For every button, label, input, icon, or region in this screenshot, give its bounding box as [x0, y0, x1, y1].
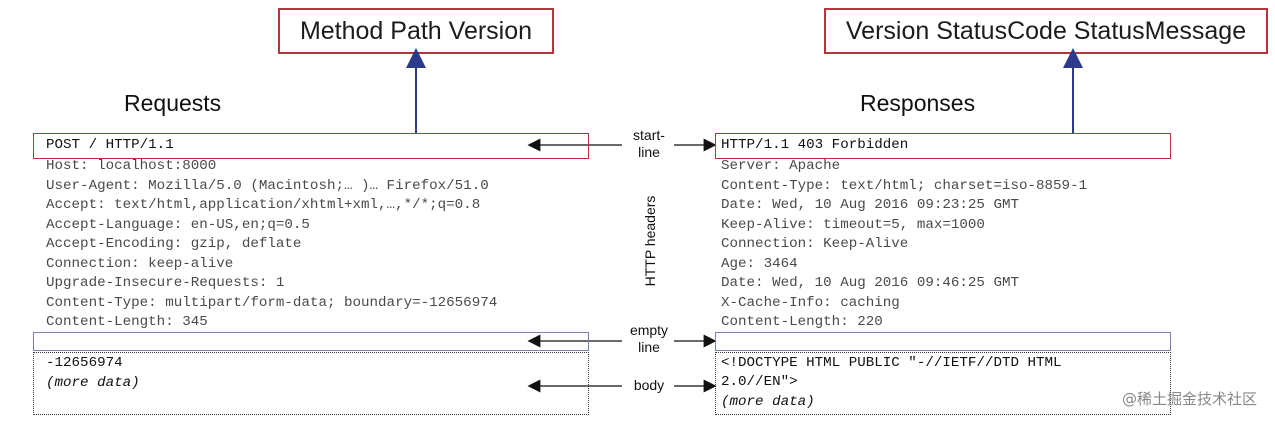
response-header-5: Age: 3464 — [721, 256, 798, 272]
body-label: body — [633, 377, 665, 393]
empty-line-label-0: empty — [629, 322, 669, 338]
response-start-line-box — [715, 133, 1171, 159]
response-header-8: Content-Length: 220 — [721, 314, 883, 330]
http-headers-label: HTTP headers — [642, 195, 658, 287]
request-header-2: Accept: text/html,application/xhtml+xml,… — [46, 197, 481, 213]
response-header-7: X-Cache-Info: caching — [721, 295, 900, 311]
request-header-0: Host: localhost:8000 — [46, 158, 217, 174]
start-line-label-0: start- — [633, 127, 665, 143]
response-header-0: Server: Apache — [721, 158, 841, 174]
request-body-box — [33, 352, 589, 415]
empty-line-label-1: line — [638, 339, 660, 355]
response-body-line-2: (more data) — [721, 394, 815, 410]
empty-line-label: empty line — [624, 322, 674, 356]
request-callout-text: Method Path Version — [299, 16, 533, 45]
request-header-3: Accept-Language: en-US,en;q=0.5 — [46, 217, 310, 233]
request-header-7: Content-Type: multipart/form-data; bound… — [46, 295, 498, 311]
response-header-6: Date: Wed, 10 Aug 2016 09:46:25 GMT — [721, 275, 1019, 291]
response-body-line-1: 2.0//EN"> — [721, 374, 798, 390]
response-header-3: Keep-Alive: timeout=5, max=1000 — [721, 217, 985, 233]
response-header-4: Connection: Keep-Alive — [721, 236, 909, 252]
response-header-2: Date: Wed, 10 Aug 2016 09:23:25 GMT — [721, 197, 1019, 213]
requests-title: Requests — [124, 90, 222, 116]
response-callout-text: Version StatusCode StatusMessage — [845, 16, 1247, 45]
response-start-line: HTTP/1.1 403 Forbidden — [721, 137, 909, 153]
response-body-box — [715, 352, 1171, 415]
request-header-1: User-Agent: Mozilla/5.0 (Macintosh;… )… … — [46, 178, 489, 194]
request-start-line: POST / HTTP/1.1 — [46, 137, 174, 153]
request-body-line-1: (more data) — [46, 375, 140, 391]
request-header-8: Content-Length: 345 — [46, 314, 208, 330]
request-callout: Method Path Version — [278, 8, 554, 54]
request-header-6: Upgrade-Insecure-Requests: 1 — [46, 275, 285, 291]
response-header-1: Content-Type: text/html; charset=iso-885… — [721, 178, 1088, 194]
watermark: @稀土掘金技术社区 — [1121, 390, 1257, 408]
response-empty-line-box — [715, 332, 1171, 351]
request-start-line-box — [33, 133, 589, 159]
request-empty-line-box — [33, 332, 589, 351]
request-body-line-0: -12656974 — [46, 355, 123, 371]
responses-title: Responses — [860, 90, 976, 116]
request-header-4: Accept-Encoding: gzip, deflate — [46, 236, 302, 252]
start-line-label-1: line — [638, 144, 660, 160]
request-header-5: Connection: keep-alive — [46, 256, 234, 272]
response-body-line-0: <!DOCTYPE HTML PUBLIC "-//IETF//DTD HTML — [721, 355, 1062, 371]
response-callout: Version StatusCode StatusMessage — [824, 8, 1268, 54]
start-line-label: start- line — [624, 127, 674, 161]
